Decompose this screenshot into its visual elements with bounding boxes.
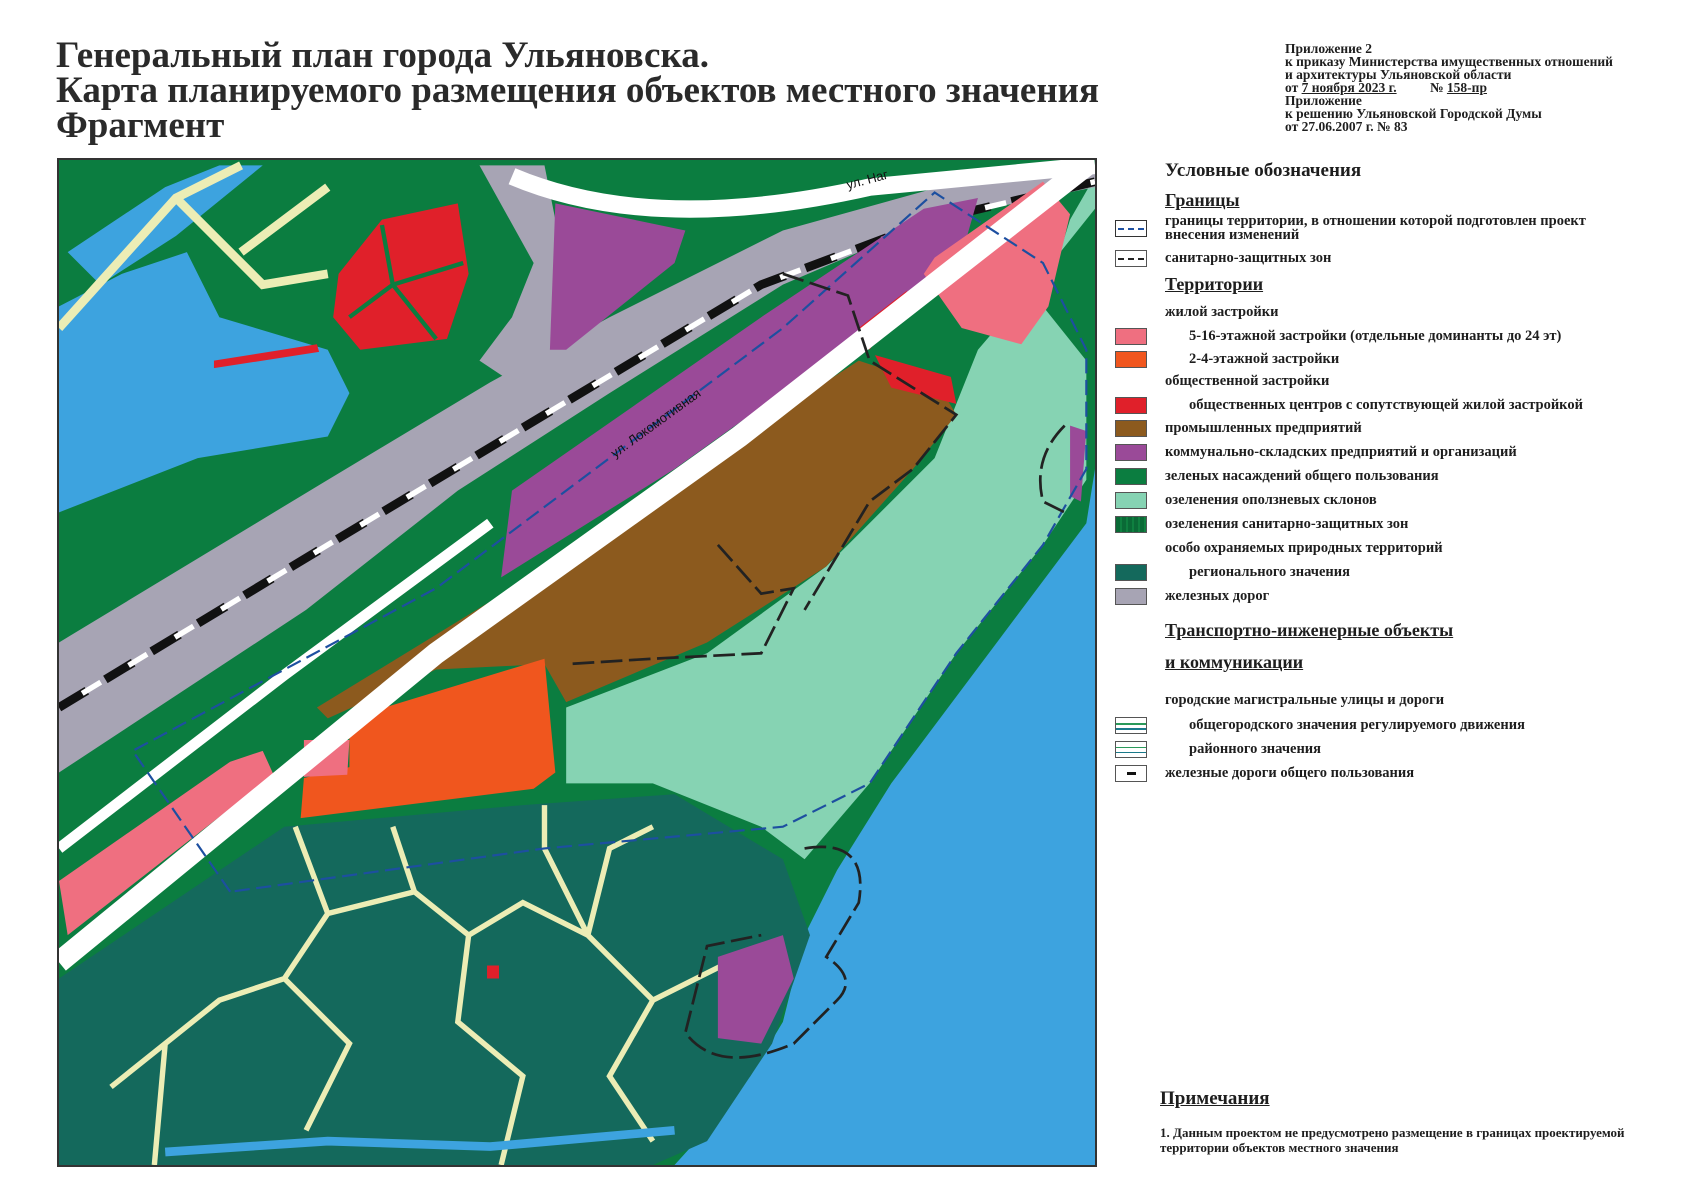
residential-2-4 bbox=[300, 658, 556, 819]
swatch bbox=[1115, 396, 1147, 414]
black-dash-cross-line-icon bbox=[1115, 249, 1147, 267]
legend-label: железных дорог bbox=[1165, 587, 1270, 604]
swatch bbox=[1115, 515, 1147, 533]
road-district-icon bbox=[1115, 740, 1147, 758]
legend-group-protected: особо охраняемых природных территорий bbox=[1115, 538, 1443, 558]
order-number: 158-пр bbox=[1446, 80, 1487, 95]
map-fragment: ул. Локомотивная ул. Наг bbox=[57, 158, 1097, 1167]
legend-label: зеленых насаждений общего пользования bbox=[1165, 467, 1439, 484]
legend-group-residential: жилой застройки bbox=[1115, 302, 1278, 322]
map-title: Генеральный план города Ульяновска. Карт… bbox=[56, 35, 1100, 146]
legend-item-res-5-16: 5-16-этажной застройки (отдельные домина… bbox=[1115, 326, 1561, 346]
legend-item-citywide-road: общегородского значения регулируемого дв… bbox=[1115, 715, 1525, 735]
appendix-line: Приложение bbox=[1285, 93, 1362, 108]
legend-item-project-boundary: границы территории, в отношении которой … bbox=[1115, 214, 1586, 242]
legend-label: 2-4-этажной застройки bbox=[1189, 350, 1340, 367]
regional-park bbox=[59, 794, 810, 1165]
road-lower bbox=[59, 518, 494, 853]
main-road bbox=[59, 160, 1094, 971]
legend-label: регионального значения bbox=[1189, 563, 1350, 580]
num-prefix: № bbox=[1429, 80, 1444, 95]
notes-heading: Примечания bbox=[1160, 1088, 1270, 1109]
note-1: 1. Данным проектом не предусмотрено разм… bbox=[1160, 1125, 1625, 1155]
water-right bbox=[674, 468, 1095, 1165]
legend-group-public: общественной застройки bbox=[1115, 371, 1329, 391]
blue-dash-line-icon bbox=[1115, 219, 1147, 237]
sanitary-boundary bbox=[566, 272, 1066, 1059]
legend-item-sanitary-green: озеленения санитарно-защитных зон bbox=[1115, 514, 1408, 534]
appendix-order: от 7 ноября 2023 г. № 158-пр bbox=[1285, 80, 1613, 95]
legend-item-industrial: промышленных предприятий bbox=[1115, 418, 1362, 438]
legend-label: озеленения санитарно-защитных зон bbox=[1165, 515, 1409, 532]
swatch bbox=[1115, 419, 1147, 437]
legend-label: общегородского значения регулируемого дв… bbox=[1189, 716, 1525, 733]
rail-track bbox=[59, 179, 1095, 710]
legend-label: озеленения оползневых склонов bbox=[1165, 491, 1377, 508]
date-prefix: от bbox=[1285, 80, 1299, 95]
appendix-line: от 27.06.2007 г. № 83 bbox=[1285, 119, 1408, 134]
legend-group-streets: городские магистральные улицы и дороги bbox=[1115, 690, 1444, 710]
order-date: 7 ноября 2023 г. bbox=[1301, 80, 1397, 95]
swatch bbox=[1115, 491, 1147, 509]
title-line-2: Карта планируемого размещения объектов м… bbox=[56, 70, 1100, 111]
rail-loop bbox=[479, 165, 567, 383]
communal-area bbox=[717, 425, 1087, 1044]
legend-item-district-road: районного значения bbox=[1115, 739, 1321, 759]
appendix-line: Приложение 2 bbox=[1285, 41, 1373, 56]
park-paths bbox=[109, 805, 741, 1165]
title-line-1: Генеральный план города Ульяновска. bbox=[56, 35, 709, 76]
legend-label: санитарно-защитных зон bbox=[1165, 249, 1332, 266]
swatch bbox=[1115, 587, 1147, 605]
legend-label: районного значения bbox=[1189, 740, 1321, 757]
legend-label: 5-16-этажной застройки (отдельные домина… bbox=[1189, 327, 1562, 344]
path-top-left bbox=[59, 161, 331, 331]
legend-label: жилой застройки bbox=[1165, 303, 1279, 320]
legend-item-public-centers: общественных центров с сопутствующей жил… bbox=[1115, 395, 1583, 415]
legend-item-green-public: зеленых насаждений общего пользования bbox=[1115, 466, 1439, 486]
legend-label: городские магистральные улицы и дороги bbox=[1165, 691, 1445, 708]
legend-title: Условные обозначения bbox=[1165, 160, 1362, 181]
legend-item-regional: регионального значения bbox=[1115, 562, 1350, 582]
legend-heading-transport-2: и коммуникации bbox=[1165, 652, 1304, 672]
water-bottom-strip bbox=[164, 1125, 675, 1157]
legend-item-sanitary-boundary: санитарно-защитных зон bbox=[1115, 248, 1331, 268]
title-line-3: Фрагмент bbox=[56, 105, 225, 146]
project-boundary bbox=[131, 191, 1088, 893]
legend-label: общественных центров с сопутствующей жил… bbox=[1189, 396, 1583, 413]
legend-item-public-rail: железные дороги общего пользования bbox=[1115, 763, 1414, 783]
legend-label: особо охраняемых природных территорий bbox=[1165, 539, 1443, 556]
legend-label-line: внесения изменений bbox=[1165, 227, 1300, 243]
swatch bbox=[1115, 563, 1147, 581]
communal-area bbox=[501, 197, 978, 578]
appendix-line: к решению Ульяновской Городской Думы bbox=[1285, 106, 1542, 121]
legend-item-slopes: озеленения оползневых склонов bbox=[1115, 490, 1377, 510]
legend-heading-transport-1: Транспортно-инженерные объекты bbox=[1165, 620, 1454, 640]
legend-label: промышленных предприятий bbox=[1165, 419, 1362, 436]
legend-heading-borders: Границы bbox=[1165, 190, 1240, 210]
swatch bbox=[1115, 350, 1147, 368]
appendix-line: и архитектуры Ульяновской области bbox=[1285, 67, 1512, 82]
road-top bbox=[508, 160, 1095, 218]
railway-icon bbox=[1115, 764, 1147, 782]
legend-label: границы территории, в отношении которой … bbox=[1165, 213, 1586, 243]
appendix-line: к приказу Министерства имущественных отн… bbox=[1285, 54, 1613, 69]
communal-area bbox=[549, 203, 686, 350]
swatch bbox=[1115, 443, 1147, 461]
legend-label-line: границы территории, в отношении которой … bbox=[1165, 213, 1586, 229]
slope-zone bbox=[566, 176, 1095, 860]
swatch bbox=[1115, 327, 1147, 345]
red-block-lines bbox=[348, 224, 464, 341]
appendix-block: Приложение 2 к приказу Министерства имущ… bbox=[1285, 41, 1613, 134]
legend-item-communal: коммунально-складских предприятий и орга… bbox=[1115, 442, 1517, 462]
legend-label: железные дороги общего пользования bbox=[1165, 764, 1415, 781]
legend-item-res-2-4: 2-4-этажной застройки bbox=[1115, 349, 1339, 369]
swatch bbox=[1115, 467, 1147, 485]
road-citywide-icon bbox=[1115, 716, 1147, 734]
legend-item-railways: железных дорог bbox=[1115, 586, 1269, 606]
legend-label: коммунально-складских предприятий и орга… bbox=[1165, 443, 1517, 460]
legend-heading-territories: Территории bbox=[1165, 274, 1264, 294]
legend-label: общественной застройки bbox=[1165, 372, 1330, 389]
